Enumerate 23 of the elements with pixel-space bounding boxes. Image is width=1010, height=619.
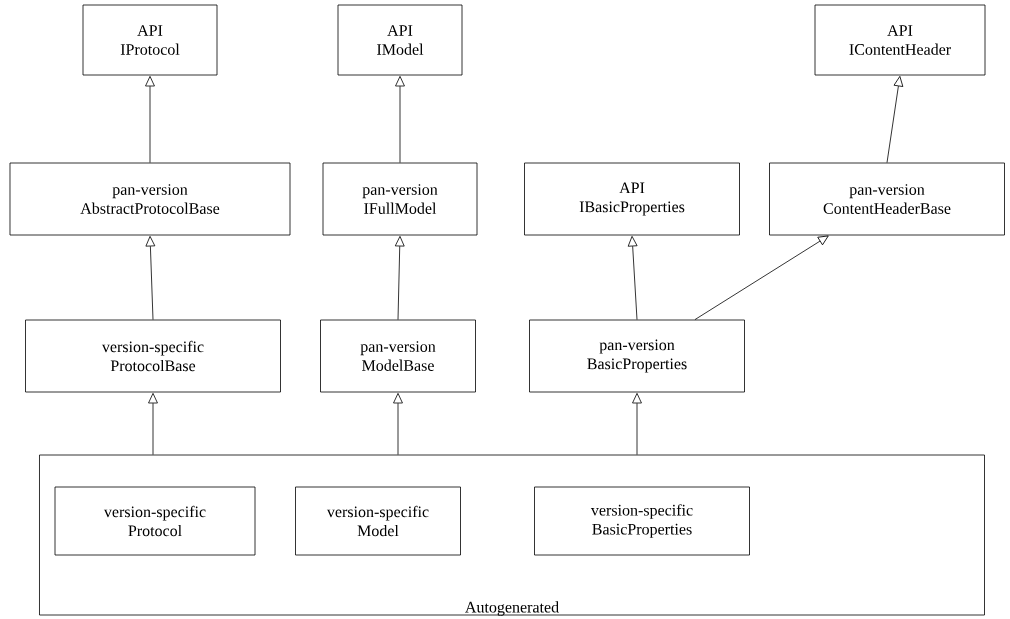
inheritance-arrow xyxy=(394,235,405,320)
class-box: version-specific Model xyxy=(295,486,461,556)
class-box: API IModel xyxy=(337,4,463,76)
inheritance-arrow xyxy=(395,75,405,163)
class-box: version-specific Protocol xyxy=(54,486,256,556)
class-box: version-specific ProtocolBase xyxy=(25,319,281,393)
inheritance-arrow xyxy=(694,235,829,320)
class-box: pan-version BasicProperties xyxy=(529,319,745,393)
inheritance-arrow xyxy=(886,75,904,163)
class-box: API IContentHeader xyxy=(814,4,986,76)
inheritance-arrow xyxy=(632,392,642,455)
class-box: pan-version AbstractProtocolBase xyxy=(9,162,291,236)
inheritance-arrow xyxy=(393,392,403,455)
inheritance-arrow xyxy=(145,75,155,163)
class-box: pan-version IFullModel xyxy=(322,162,478,236)
inheritance-arrow xyxy=(627,235,638,320)
inheritance-arrow xyxy=(145,235,156,320)
inheritance-arrow xyxy=(148,392,158,455)
class-box: API IBasicProperties xyxy=(524,162,740,236)
class-box: pan-version ContentHeaderBase xyxy=(769,162,1005,236)
class-box: API IProtocol xyxy=(82,4,218,76)
class-box: pan-version ModelBase xyxy=(320,319,476,393)
class-box: version-specific BasicProperties xyxy=(534,486,750,556)
